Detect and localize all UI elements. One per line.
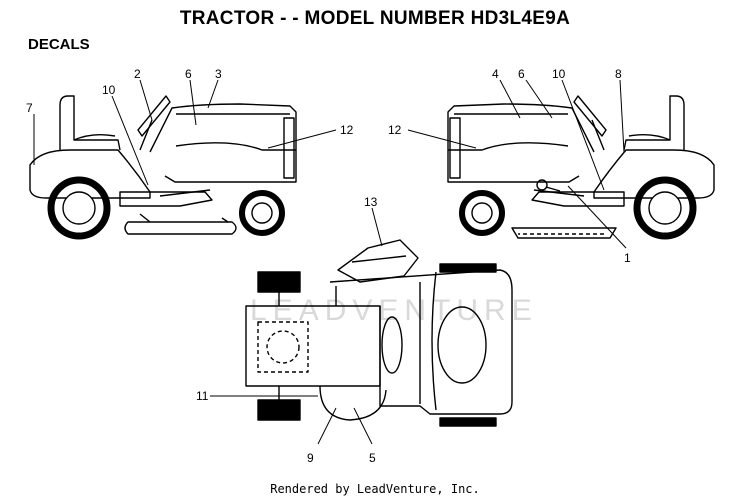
callout-right-2: 6 (518, 67, 525, 81)
left-tractor-side-view (29, 95, 297, 240)
callout-right-5: 1 (624, 251, 631, 265)
footer-credit: Rendered by LeadVenture, Inc. (270, 482, 480, 496)
tractor-top-view (245, 239, 513, 427)
callout-top-3: 5 (369, 451, 376, 465)
callout-right-3: 10 (552, 67, 566, 81)
right-tractor-side-view (447, 95, 715, 240)
callout-left-1: 2 (134, 67, 141, 81)
callout-top-0: 13 (364, 195, 378, 209)
callout-right-4: 8 (615, 67, 622, 81)
callout-left-0: 7 (26, 101, 33, 115)
page-title: TRACTOR - - MODEL NUMBER HD3L4E9A (179, 8, 571, 29)
callout-left-4: 3 (215, 67, 222, 81)
leader-lines (33, 79, 627, 445)
callout-left-3: 6 (185, 67, 192, 81)
callout-labels: 7 2 10 6 3 12 12 4 6 10 8 1 13 11 9 5 (26, 67, 631, 465)
callout-left-2: 10 (102, 83, 116, 97)
callout-right-1: 4 (492, 67, 499, 81)
callout-top-2: 9 (307, 451, 314, 465)
callout-right-0: 12 (388, 123, 402, 137)
callout-top-1: 11 (196, 389, 209, 403)
section-label: DECALS (28, 36, 90, 53)
callout-left-5: 12 (340, 123, 354, 137)
